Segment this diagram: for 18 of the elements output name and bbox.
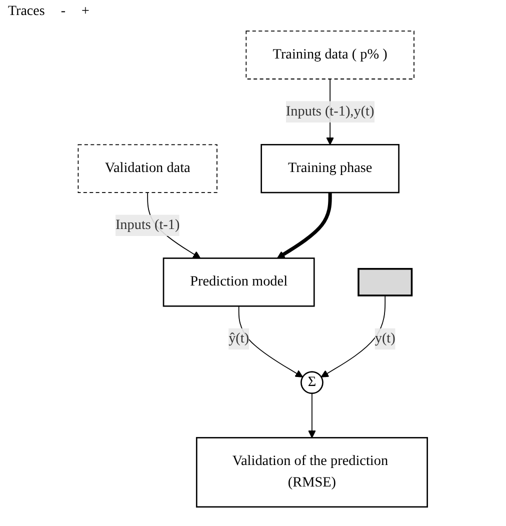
sign-label: Traces bbox=[8, 4, 45, 20]
edge-label: ŷ(t) bbox=[228, 330, 250, 346]
node-box: Prediction model bbox=[163, 258, 316, 307]
sign-label: - bbox=[60, 4, 66, 20]
arrow bbox=[321, 295, 386, 378]
node-box: Validation data bbox=[78, 144, 218, 193]
arrow bbox=[277, 192, 332, 259]
arrow bbox=[238, 306, 304, 378]
edge-label: Inputs (t-1) bbox=[116, 217, 180, 232]
arrow bbox=[308, 392, 316, 438]
node-circle: Σ bbox=[300, 371, 324, 394]
node-box: Training data ( p% ) bbox=[246, 30, 415, 80]
node-bar bbox=[358, 268, 413, 296]
node-box: Training phase bbox=[260, 144, 400, 194]
node-box: Validation of the prediction (RMSE) bbox=[196, 437, 428, 508]
edge-label: y(t) bbox=[375, 330, 396, 346]
sign-label: + bbox=[81, 4, 90, 20]
edge-label: Inputs (t-1),y(t) bbox=[286, 104, 374, 119]
